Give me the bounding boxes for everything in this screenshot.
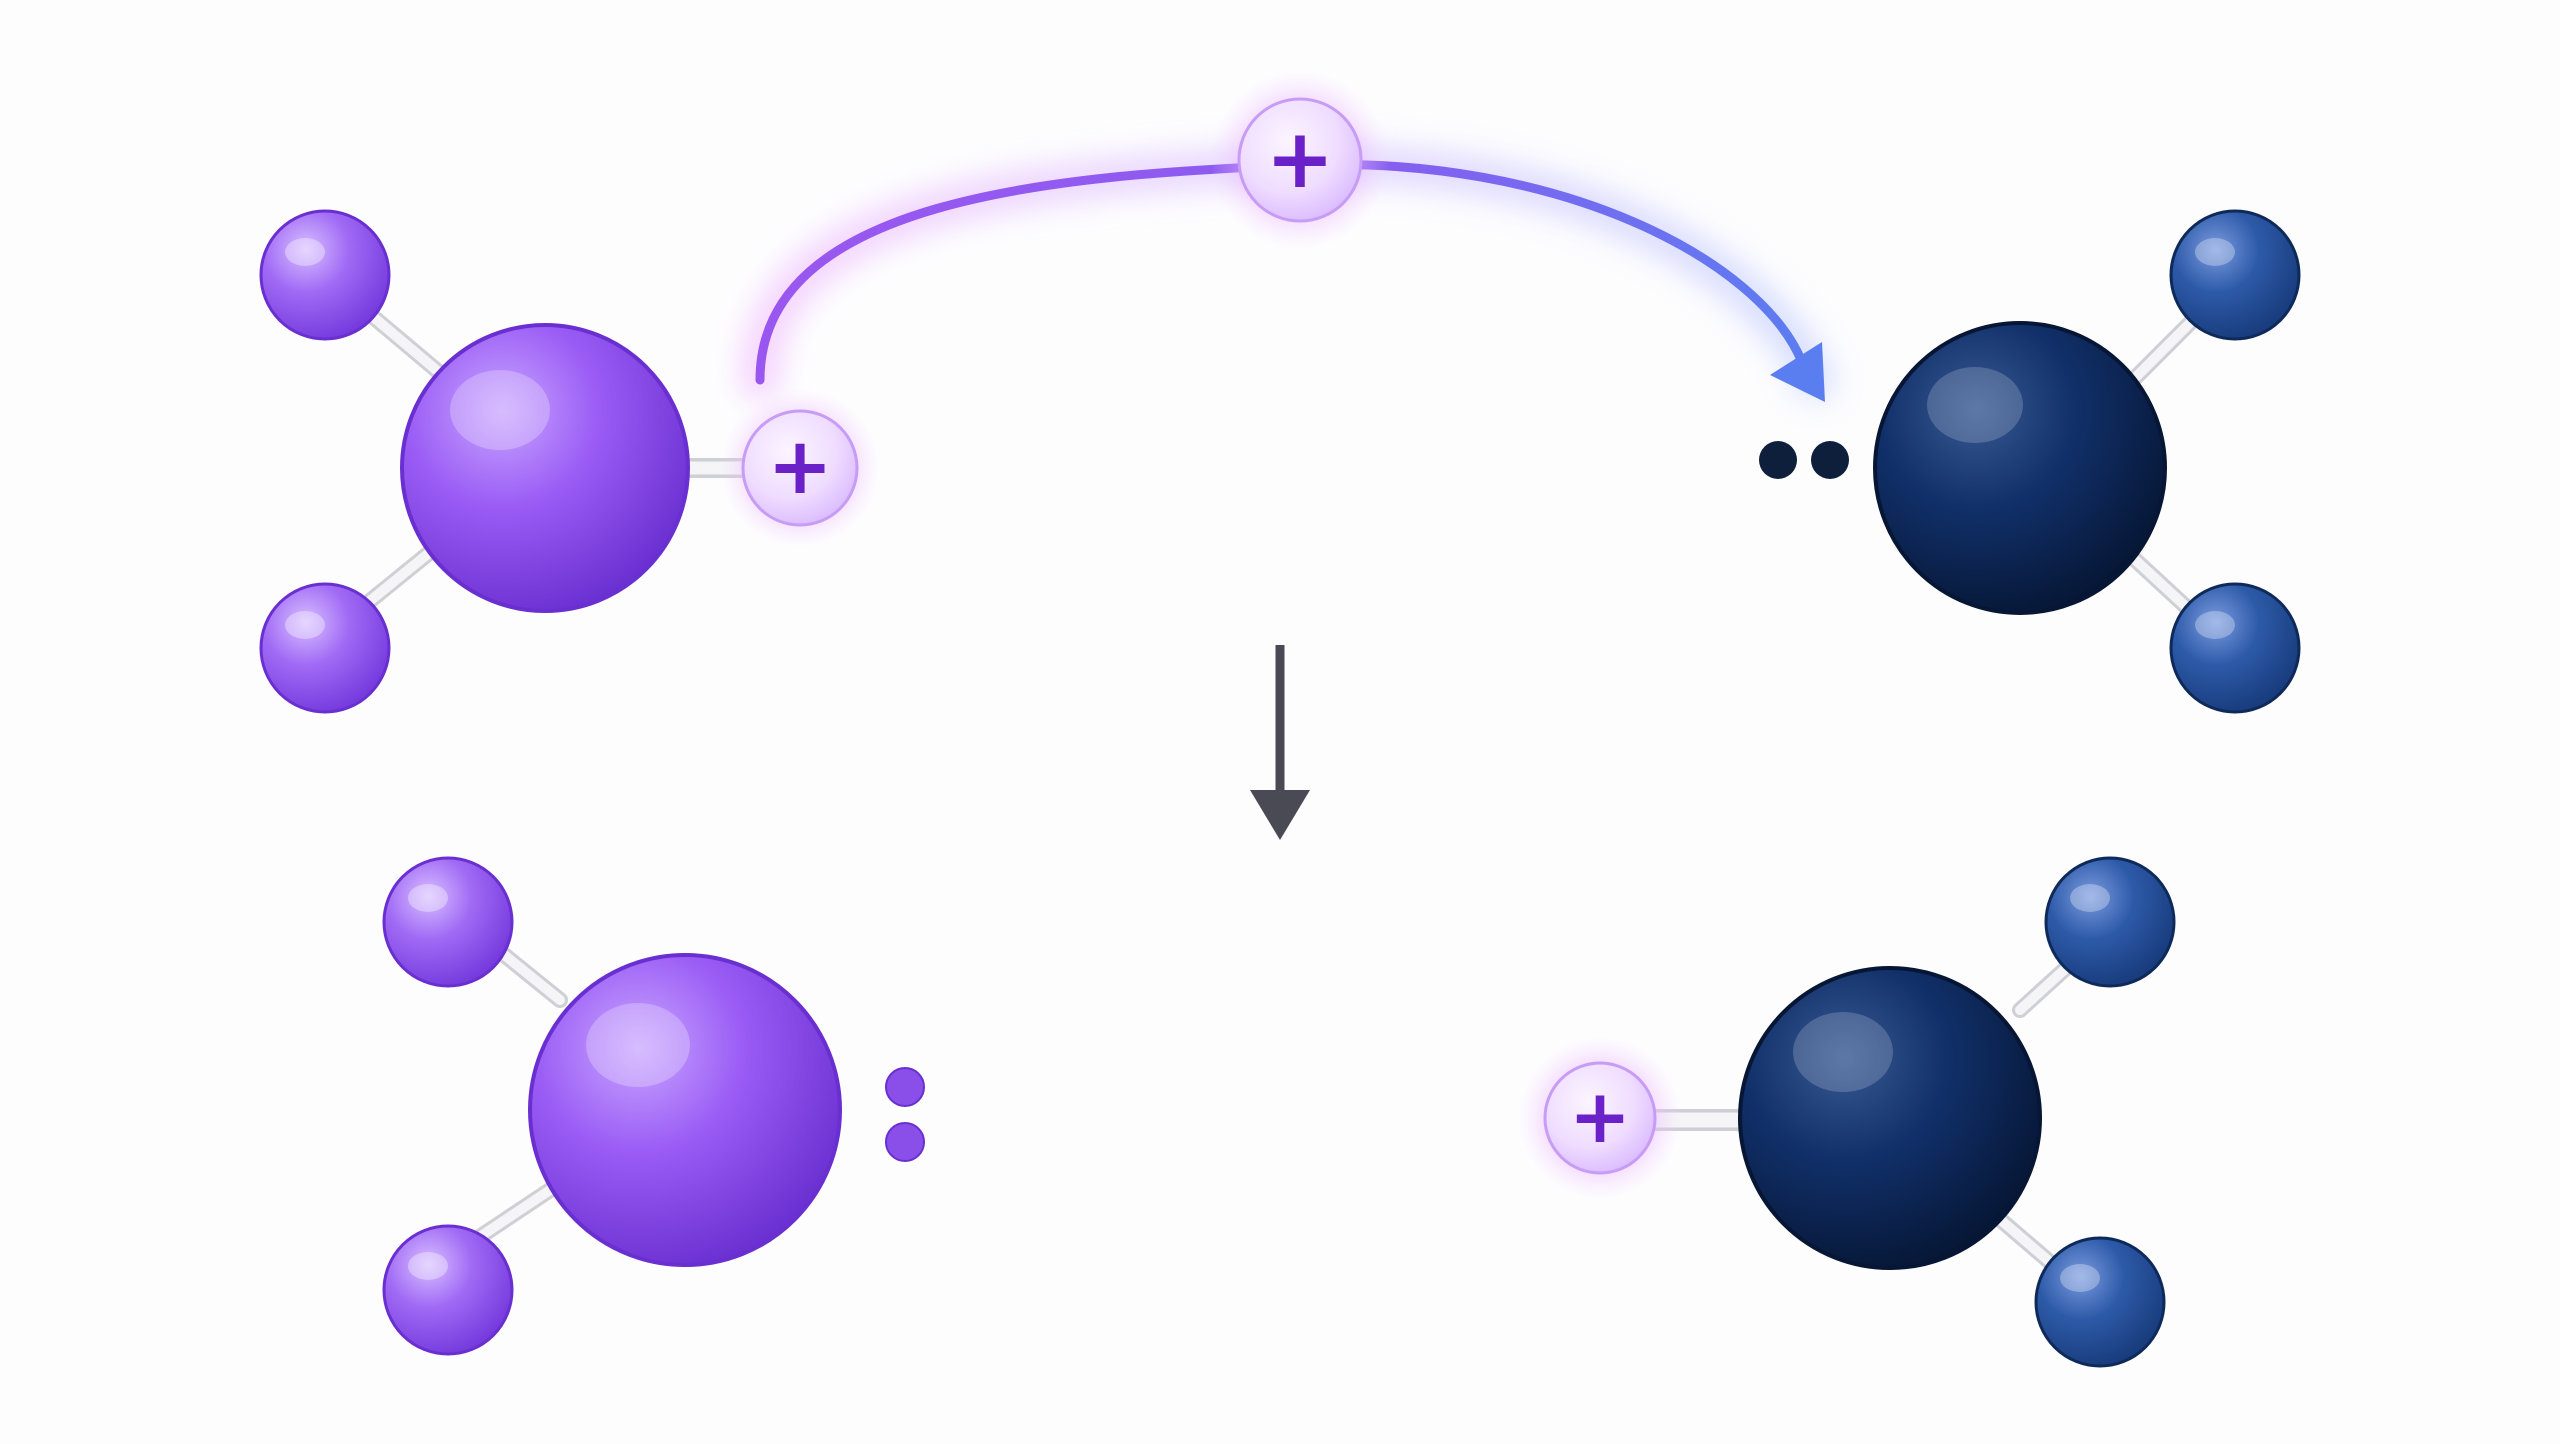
hydrogen-atom bbox=[382, 856, 514, 988]
base-molecule-reactant bbox=[1759, 209, 2301, 714]
electron bbox=[885, 1122, 925, 1162]
bond bbox=[2130, 313, 2200, 383]
arrow-down-icon bbox=[1250, 645, 1310, 840]
atom-highlight bbox=[2195, 238, 2235, 266]
atom-highlight bbox=[285, 238, 325, 266]
proton-on-product: + bbox=[1518, 1036, 1682, 1200]
atom-highlight bbox=[285, 611, 325, 639]
base-central-atom bbox=[1873, 321, 2167, 615]
lone-pair bbox=[885, 1067, 925, 1162]
atom-highlight bbox=[2195, 611, 2235, 639]
electron bbox=[1811, 441, 1849, 479]
atom-highlight bbox=[1793, 1012, 1893, 1092]
conjugate-base-product bbox=[382, 856, 925, 1356]
acid-molecule-reactant bbox=[259, 209, 770, 714]
proton bbox=[1543, 1061, 1657, 1175]
atom-highlight bbox=[586, 1003, 690, 1087]
bond bbox=[2125, 550, 2200, 620]
hydrogen-atom bbox=[259, 209, 391, 341]
plus-icon: + bbox=[1266, 112, 1335, 207]
hydrogen-atom bbox=[2169, 209, 2301, 341]
transfer-arrow-head bbox=[1770, 342, 1825, 402]
plus-icon: + bbox=[1569, 1074, 1631, 1160]
atom-highlight bbox=[2060, 1264, 2100, 1292]
base-central-atom bbox=[1738, 966, 2042, 1270]
conjugate-acid-product bbox=[1639, 856, 2176, 1368]
electron bbox=[1759, 441, 1797, 479]
atom-highlight bbox=[408, 884, 448, 912]
atom-highlight bbox=[408, 1252, 448, 1280]
hydrogen-atom bbox=[2044, 856, 2176, 988]
proton-on-acid: + bbox=[720, 388, 880, 548]
atom-highlight bbox=[1927, 367, 2023, 443]
electron bbox=[885, 1067, 925, 1107]
proton bbox=[1237, 97, 1363, 223]
lone-pair bbox=[1759, 441, 1849, 479]
proton-in-transit: + bbox=[1210, 70, 1390, 250]
atom-highlight bbox=[2070, 884, 2110, 912]
acid-central-atom bbox=[528, 953, 842, 1267]
hydrogen-atom bbox=[259, 582, 391, 714]
proton bbox=[741, 409, 859, 527]
acid-central-atom bbox=[400, 323, 690, 613]
hydrogen-atom bbox=[2034, 1236, 2166, 1368]
plus-icon: + bbox=[767, 422, 832, 512]
atom-highlight bbox=[450, 370, 550, 450]
hydrogen-atom bbox=[382, 1224, 514, 1356]
reaction-arrow-head bbox=[1250, 790, 1310, 840]
hydrogen-atom bbox=[2169, 582, 2301, 714]
